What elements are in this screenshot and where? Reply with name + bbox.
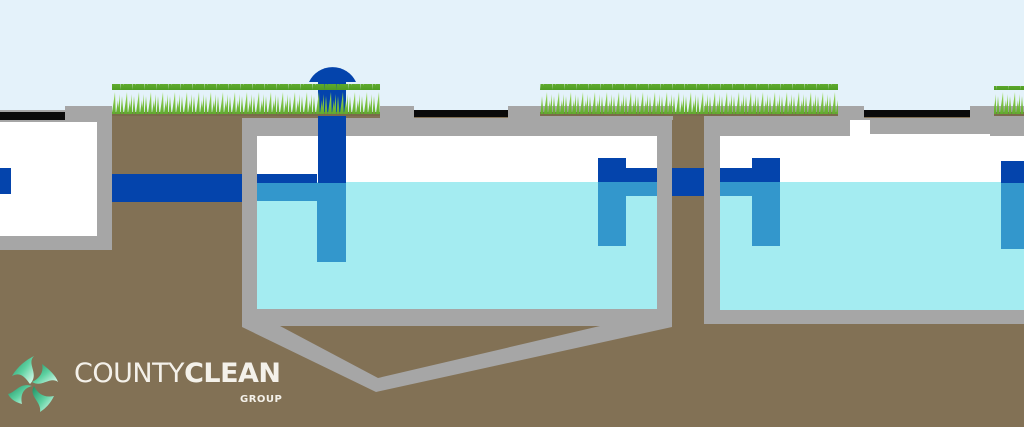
primary-tank	[242, 106, 673, 392]
grass-patch-3	[994, 86, 1024, 114]
grass-patch-1	[112, 84, 380, 114]
inlet-lid	[0, 112, 65, 120]
vent-cap-icon	[309, 67, 356, 82]
transfer-pipe	[672, 168, 704, 196]
secondary-lid	[864, 110, 970, 117]
grass-patch-2	[540, 84, 838, 114]
logo-brand-light: COUNTY	[74, 358, 185, 389]
secondary-tank	[704, 106, 1024, 324]
inlet-pipe-stub	[0, 168, 11, 194]
logo-wordmark: COUNTYCLEAN	[74, 358, 281, 389]
company-logo: COUNTYCLEAN GROUP	[6, 350, 296, 420]
primary-lid	[414, 110, 508, 117]
logo-mark-icon	[8, 356, 58, 412]
logo-brand-bold: CLEAN	[184, 358, 281, 389]
inlet-pipe	[112, 174, 242, 202]
logo-subtitle: GROUP	[240, 394, 283, 405]
inlet-chamber	[0, 106, 112, 250]
